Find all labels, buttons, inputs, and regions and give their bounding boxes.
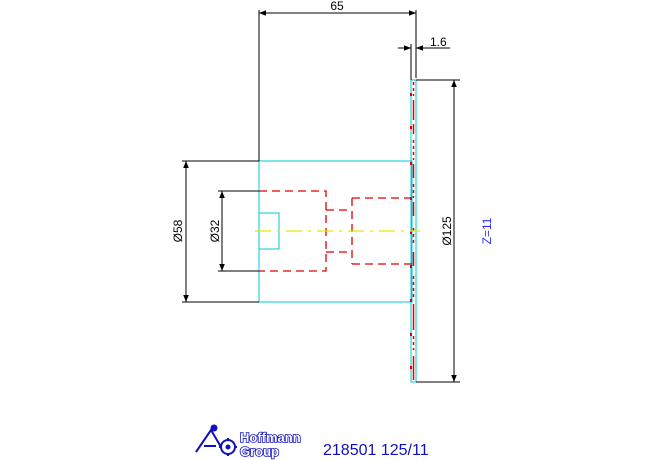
dimension-hub-diameter-label: Ø58 — [171, 219, 185, 242]
dimension-hub-diameter — [182, 160, 259, 303]
dimension-thickness — [398, 44, 450, 80]
dimension-width-top — [258, 10, 417, 161]
logo-figure-icon — [195, 424, 222, 453]
brand-name-line2: Group — [240, 444, 279, 459]
brand-name-line1: Hoffmann — [240, 430, 301, 445]
logo-gear-icon — [219, 438, 237, 456]
dimension-bore-diameter — [218, 190, 259, 272]
part-number-label: 218501 125/11 — [323, 442, 429, 459]
teeth-count-label: Z=11 — [480, 217, 494, 244]
dimension-width-top-label: 65 — [330, 0, 344, 13]
dimension-outer-diameter-label: Ø125 — [440, 216, 454, 246]
dimension-thickness-label: 1.6 — [430, 35, 447, 49]
dimension-bore-diameter-label: Ø32 — [208, 219, 222, 242]
hoffmann-logo: Hoffmann Group — [195, 424, 302, 460]
dimension-outer-diameter — [416, 79, 460, 383]
